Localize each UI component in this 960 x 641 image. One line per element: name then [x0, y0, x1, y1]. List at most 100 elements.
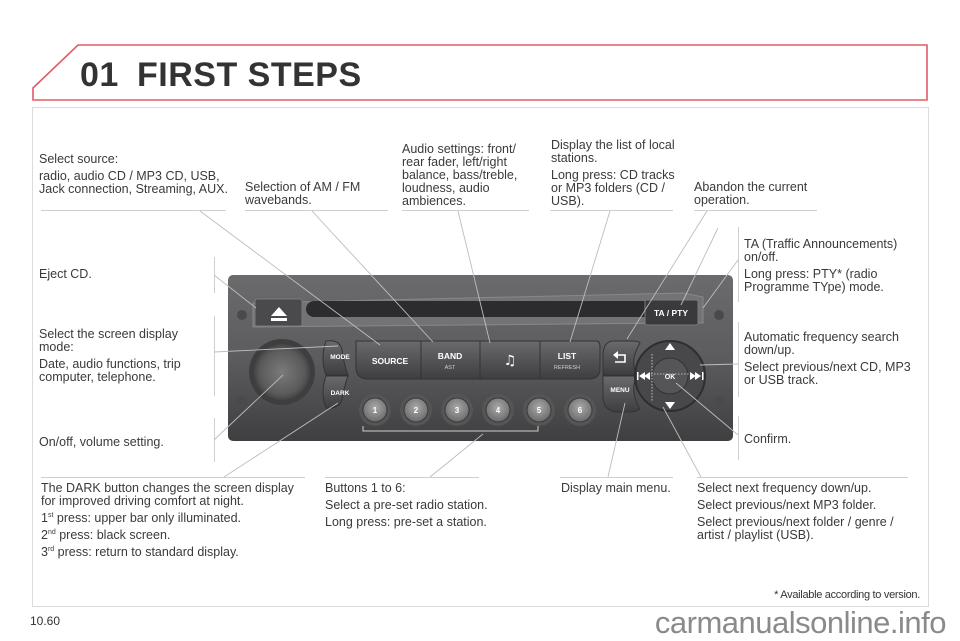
ordinal: 1: [41, 511, 48, 525]
divider: [41, 477, 305, 478]
divider: [738, 227, 739, 302]
chapter-number: 01: [80, 56, 119, 94]
callout-text: Display the list of local stations.: [551, 138, 675, 165]
callout-text: 3rd press: return to standard display.: [41, 546, 311, 559]
callout-dark: The DARK button changes the screen displ…: [41, 482, 311, 563]
callout-text: Selection of AM / FM wavebands.: [245, 180, 361, 207]
ta-pty-button[interactable]: TA / PTY: [644, 299, 699, 326]
divider: [560, 477, 673, 478]
back-button[interactable]: [602, 340, 641, 376]
callout-text: Long press: PTY* (radio Programme TYpe) …: [744, 267, 884, 294]
divider: [402, 210, 529, 211]
ordinal-suffix: st: [47, 511, 54, 519]
asterisk: *: [774, 589, 779, 601]
list-button[interactable]: LIST REFRESH: [539, 340, 601, 380]
ordinal-suffix: rd: [47, 545, 55, 553]
preset-label: 4: [496, 406, 501, 415]
callout-text: Select the screen display mode:: [39, 327, 178, 354]
callout-text: press: return to standard display.: [54, 545, 239, 559]
preset-button-6[interactable]: 6: [564, 394, 596, 426]
callout-text: The DARK button changes the screen displ…: [41, 481, 294, 508]
ok-button[interactable]: OK: [665, 374, 676, 381]
ta-pty-label: TA / PTY: [654, 308, 688, 318]
callout-text: Eject CD.: [39, 267, 92, 281]
preset-button-2[interactable]: 2: [400, 394, 432, 426]
watermark: carmanualsonline.info: [654, 605, 947, 640]
callout-next-freq: Select next frequency down/up. Select pr…: [697, 482, 912, 546]
ordinal-suffix: nd: [47, 528, 56, 536]
callout-text: Abandon the current operation.: [694, 180, 808, 207]
callout-text: Long press: pre-set a station.: [325, 515, 487, 529]
chapter-banner: [32, 44, 928, 101]
chapter-title: FIRST STEPS: [137, 56, 362, 94]
callout-text: 2nd press: black screen.: [41, 529, 311, 542]
preset-buttons: 1 2 3 4 5 6: [359, 394, 596, 426]
callout-mode: Select the screen display mode: Date, au…: [39, 328, 209, 388]
callout-volume: On/off, volume setting.: [39, 436, 209, 453]
preset-label: 3: [455, 406, 460, 415]
ok-label: OK: [665, 374, 676, 381]
divider: [738, 322, 739, 397]
callout-text: radio, audio CD / MP3 CD, USB, Jack conn…: [39, 169, 228, 196]
eject-button[interactable]: [254, 298, 303, 327]
navigation-pad[interactable]: OK: [634, 340, 706, 412]
callout-abandon: Abandon the current operation.: [694, 181, 819, 211]
callout-text: Display main menu.: [561, 481, 671, 495]
callout-text: Select previous/next folder / genre / ar…: [697, 515, 894, 542]
divider: [245, 210, 388, 211]
triangle-up-icon[interactable]: [665, 343, 675, 350]
footnote-text: Available according to version.: [780, 589, 920, 601]
preset-face: [526, 397, 552, 423]
band-button[interactable]: BAND AST: [420, 340, 481, 380]
callout-text: press: black screen.: [55, 528, 171, 542]
back-arrow-icon: [613, 351, 626, 363]
callout-text: Select previous/next CD, MP3 or USB trac…: [744, 360, 911, 387]
preset-label: 2: [414, 406, 419, 415]
main-button-row: SOURCE BAND AST ♫ LIST REFRESH: [355, 340, 601, 380]
presets-bracket: [362, 426, 539, 432]
band-sublabel: AST: [445, 365, 456, 371]
preset-button-1[interactable]: 1: [359, 394, 391, 426]
callout-list: Display the list of local stations. Long…: [551, 139, 676, 212]
triangle-down-icon[interactable]: [665, 402, 675, 409]
callout-auto-search: Automatic frequency search down/up. Sele…: [744, 331, 922, 391]
preset-button-3[interactable]: 3: [441, 394, 473, 426]
callout-text: Select a pre-set radio station.: [325, 498, 488, 512]
screw-hole: [714, 310, 724, 320]
divider: [694, 210, 817, 211]
content-frame: [32, 107, 929, 607]
menu-label: MENU: [610, 387, 629, 394]
callout-text: Automatic frequency search down/up.: [744, 330, 899, 357]
callout-confirm: Confirm.: [744, 433, 864, 450]
divider: [41, 210, 226, 211]
callout-text: Select source:: [39, 152, 119, 166]
divider: [325, 477, 479, 478]
callout-text: Select next frequency down/up.: [697, 481, 872, 495]
callout-text: Buttons 1 to 6:: [325, 481, 406, 495]
preset-face: [444, 397, 470, 423]
preset-label: 5: [537, 406, 542, 415]
cd-slot[interactable]: [306, 301, 681, 317]
callout-text: Audio settings: front/ rear fader, left/…: [402, 142, 518, 208]
callout-select-source: Select source: radio, audio CD / MP3 CD,…: [39, 153, 234, 200]
callout-band: Selection of AM / FM wavebands.: [245, 181, 385, 211]
radio-unit: TA / PTY MODE DARK SOURCE BAND AST ♫: [228, 275, 733, 441]
volume-knob[interactable]: [249, 339, 315, 405]
source-button[interactable]: SOURCE: [355, 340, 422, 380]
preset-button-4[interactable]: 4: [482, 394, 514, 426]
divider: [697, 477, 908, 478]
preset-face: [403, 397, 429, 423]
callout-ta-pty: TA (Traffic Announcements) on/off. Long …: [744, 238, 919, 298]
preset-face: [485, 397, 511, 423]
preset-face: [362, 397, 388, 423]
callout-text: press: upper bar only illuminated.: [53, 511, 242, 525]
callout-presets: Buttons 1 to 6: Select a pre-set radio s…: [325, 482, 500, 533]
divider: [214, 316, 215, 396]
preset-button-5[interactable]: 5: [523, 394, 555, 426]
dark-label: DARK: [331, 390, 350, 397]
audio-settings-button[interactable]: ♫: [479, 340, 541, 380]
band-label: BAND: [438, 351, 463, 361]
callout-text: TA (Traffic Announcements) on/off.: [744, 237, 898, 264]
callout-eject: Eject CD.: [39, 268, 209, 285]
divider: [550, 210, 673, 211]
